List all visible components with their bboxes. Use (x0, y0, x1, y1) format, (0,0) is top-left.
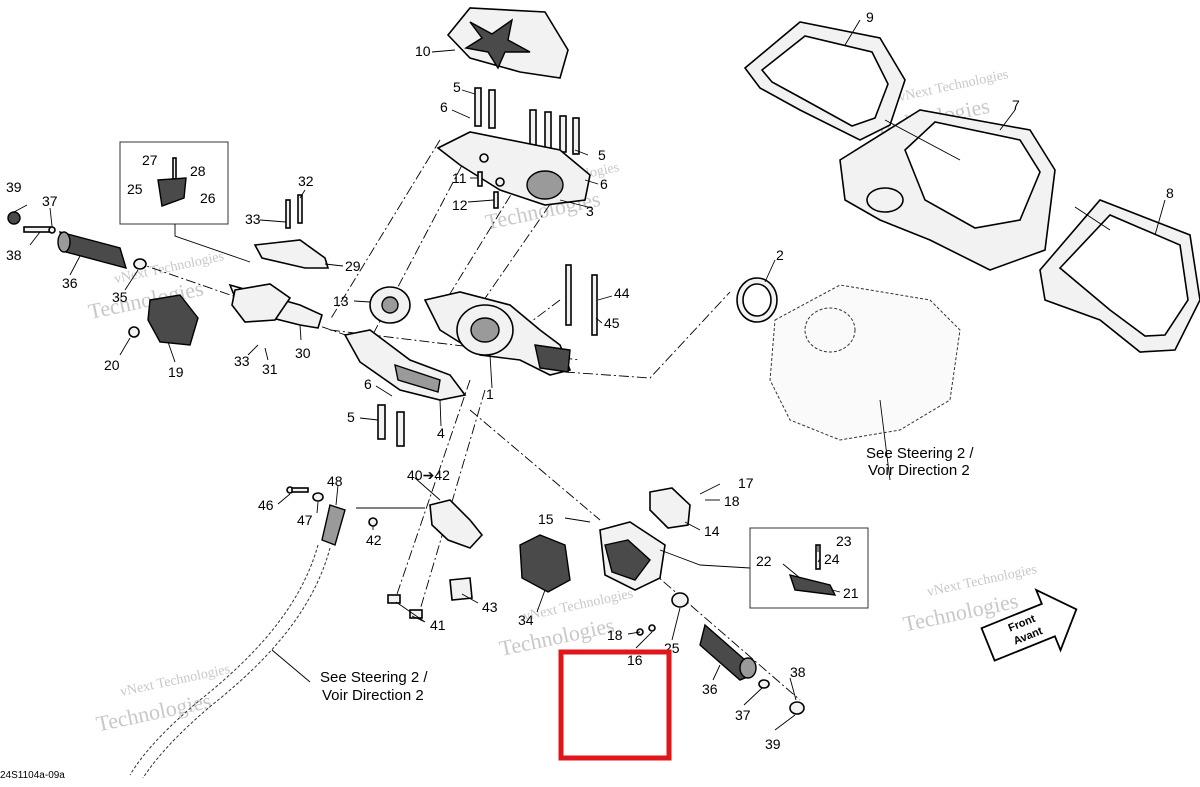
inset-box-right (659, 527, 869, 609)
callout-46: 46 (258, 497, 274, 513)
callout-28: 28 (190, 163, 206, 179)
callout-15: 15 (538, 511, 554, 527)
see-steering-note-right-line2: Voir Direction 2 (868, 462, 970, 479)
callout-27: 27 (142, 152, 158, 168)
right-grip-assembly (519, 487, 805, 715)
part-2-ring (736, 277, 778, 323)
part-9-cover-frame (743, 21, 906, 141)
callout-5: 5 (347, 409, 355, 425)
callout-32: 32 (298, 173, 314, 189)
callout-22: 22 (756, 553, 772, 569)
part-1-handlebar-mount (423, 291, 572, 376)
parts-44-45-bolts (565, 264, 598, 336)
assembly-axes (134, 139, 801, 701)
callout-19: 19 (168, 364, 184, 380)
steering-notes: See Steering 2 / Voir Direction 2 See St… (320, 445, 974, 704)
part-29-switch-bracket (253, 194, 330, 269)
callout-48: 48 (327, 473, 343, 489)
left-grip-assembly (7, 211, 323, 329)
callout-38: 38 (790, 664, 806, 680)
callout-5: 5 (453, 79, 461, 95)
callout-47: 47 (297, 512, 313, 528)
callout-26: 26 (200, 190, 216, 206)
callout-36: 36 (62, 275, 78, 291)
callout-16: 16 (627, 652, 643, 668)
callout-7: 7 (1012, 97, 1020, 113)
drawing-code: 24S1104a-09a (0, 770, 65, 781)
callout-5: 5 (598, 147, 606, 163)
see-steering-note-right-line1: See Steering 2 / (866, 445, 974, 462)
watermark-text: Technologies (94, 688, 214, 737)
callout-36: 36 (702, 681, 718, 697)
callout-21: 21 (843, 585, 859, 601)
callout-42: 42 (366, 532, 382, 548)
callout-34: 34 (518, 612, 534, 628)
callout-10: 10 (415, 43, 431, 59)
see-steering-note-left-line1: See Steering 2 / (320, 669, 428, 686)
callout-43: 43 (482, 599, 498, 615)
part-13-disc (369, 286, 411, 324)
callout-29: 29 (345, 258, 361, 274)
callout-23: 23 (836, 533, 852, 549)
callout-1: 1 (486, 386, 494, 402)
callout-4: 4 (437, 425, 445, 441)
part-10-emblem-cover (446, 7, 569, 79)
callout-numbers: 10 5 6 5 6 3 11 12 13 1 4 6 5 44 45 2 9 … (6, 9, 1174, 752)
part-3-upper-clamp (436, 131, 591, 206)
callout-35: 35 (112, 289, 128, 305)
callout-2: 2 (776, 247, 784, 263)
inset-box-top-left (119, 141, 251, 263)
leader-lines (13, 19, 1166, 731)
callout-6: 6 (600, 176, 608, 192)
part-8-display-frame (1039, 199, 1200, 353)
front-direction-arrow: Front Avant (980, 588, 1078, 662)
callout-14: 14 (704, 523, 720, 539)
callout-40-42: 40➔42 (407, 467, 450, 483)
callout-33: 33 (234, 353, 250, 369)
callout-33: 33 (245, 211, 261, 227)
callout-38: 38 (6, 247, 22, 263)
see-steering-note-left-line2: Voir Direction 2 (322, 687, 424, 704)
callout-18: 18 (724, 493, 740, 509)
callout-44: 44 (614, 285, 630, 301)
callout-9: 9 (866, 9, 874, 25)
steering-2-ghost-right (769, 284, 961, 441)
callout-37: 37 (735, 707, 751, 723)
callout-12: 12 (452, 197, 468, 213)
callout-18: 18 (607, 627, 623, 643)
callout-6: 6 (364, 376, 372, 392)
callout-11: 11 (452, 170, 467, 186)
callout-37: 37 (42, 193, 58, 209)
callout-6: 6 (440, 99, 448, 115)
callout-45: 45 (604, 315, 620, 331)
callout-39: 39 (765, 736, 781, 752)
callout-13: 13 (333, 293, 349, 309)
highlight-box (558, 649, 672, 761)
callout-39: 39 (6, 179, 22, 195)
part-4-lower-bracket (343, 329, 467, 401)
callout-30: 30 (295, 345, 311, 361)
callout-24: 24 (824, 551, 840, 567)
parts-46-48-cable (129, 486, 378, 779)
callout-3: 3 (586, 203, 594, 219)
callout-41: 41 (430, 617, 446, 633)
callout-20: 20 (104, 357, 120, 373)
bolts-lower (377, 404, 405, 447)
callout-31: 31 (262, 361, 278, 377)
callout-25: 25 (127, 181, 143, 197)
callout-8: 8 (1166, 185, 1174, 201)
callout-17: 17 (738, 475, 754, 491)
part-19-20-left-cover (128, 294, 199, 346)
